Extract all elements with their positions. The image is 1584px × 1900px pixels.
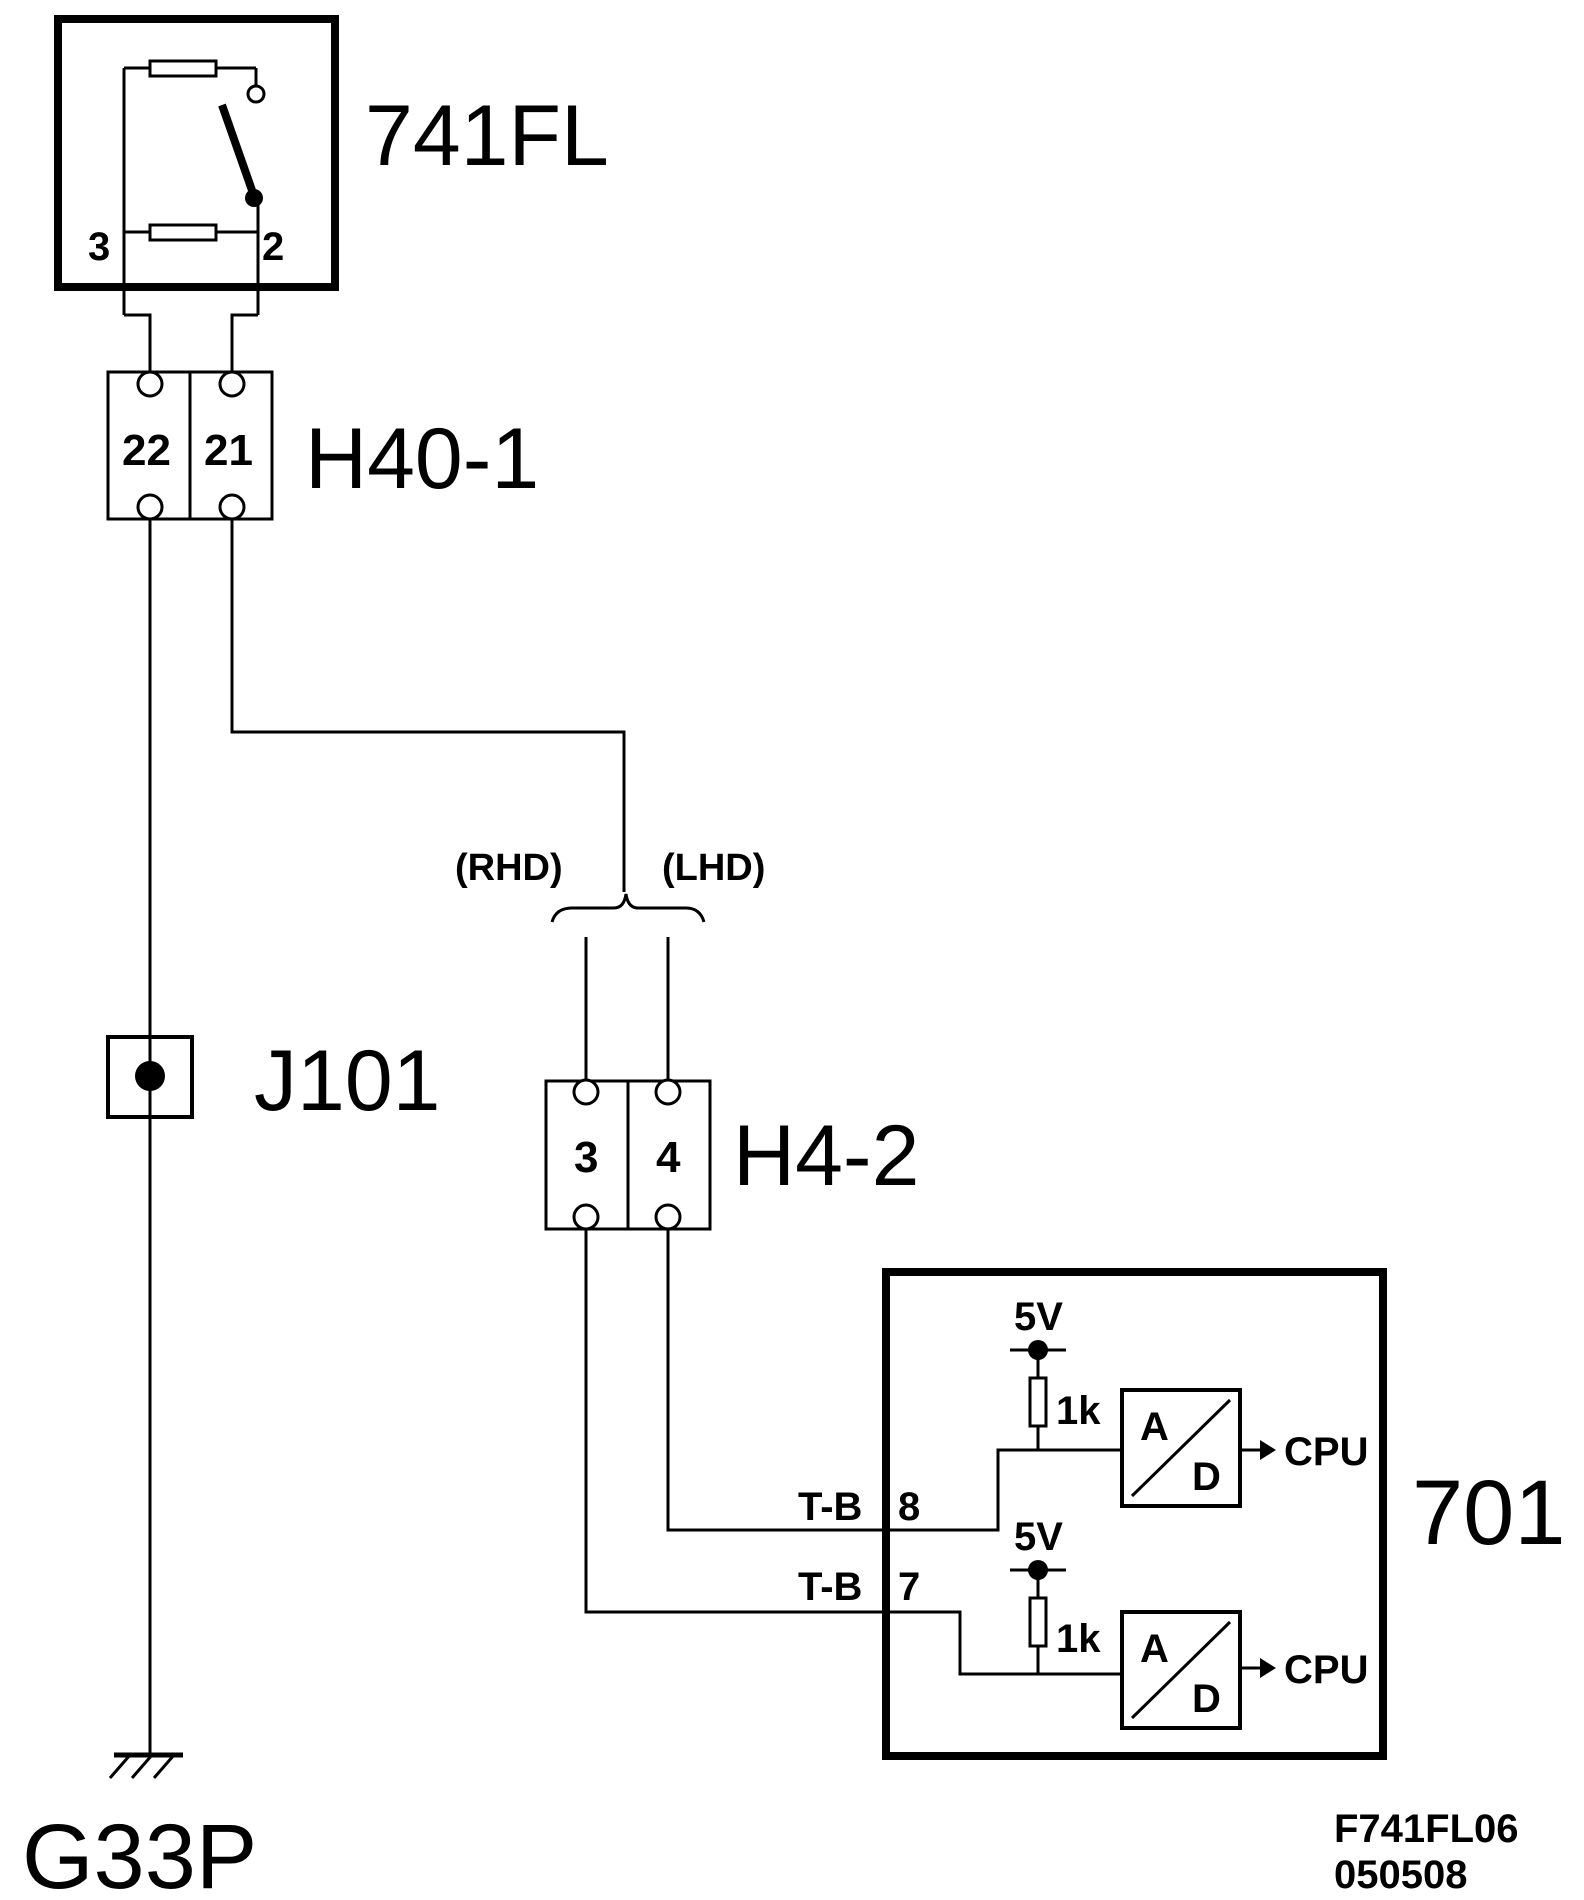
branch-label-rhd: (RHD) bbox=[455, 847, 563, 889]
switch-lever bbox=[218, 103, 258, 198]
coil-resistor-bottom bbox=[148, 223, 218, 242]
cpu-output-top: CPU bbox=[1284, 1430, 1368, 1474]
contact-open-terminal bbox=[246, 84, 266, 104]
coil-resistor-top bbox=[148, 59, 218, 78]
resistor-1k-top bbox=[1028, 1376, 1048, 1428]
ecu-701: 701 T-B 8 5V 1k A D CPU T-B 7 5V bbox=[798, 1268, 1566, 1760]
ecu-channel-pin-8: T-B 8 5V 1k A D CPU bbox=[798, 1295, 1368, 1529]
h4-pin-4: 4 bbox=[656, 1133, 681, 1182]
connector-h4-2-label: H4-2 bbox=[733, 1108, 919, 1204]
h4-pin-3: 3 bbox=[574, 1133, 598, 1182]
drawing-code-line-2: 050508 bbox=[1334, 1853, 1467, 1897]
adc-a-bottom: A bbox=[1140, 1627, 1169, 1671]
ground-g33p: G33P bbox=[22, 1752, 257, 1900]
harness-label-pin-7: T-B bbox=[798, 1565, 862, 1609]
switch-label: 741FL bbox=[365, 88, 609, 184]
pin-8-label: 8 bbox=[898, 1485, 920, 1529]
arrow-right-icon bbox=[1260, 1440, 1276, 1460]
branch-label-lhd: (LHD) bbox=[662, 847, 765, 889]
branch-brace bbox=[550, 893, 706, 923]
switch-741fl: 3 2 741FL bbox=[54, 15, 609, 315]
arrow-right-icon bbox=[1260, 1658, 1276, 1678]
junction-dot bbox=[135, 1061, 165, 1091]
h40-pin-21: 21 bbox=[204, 426, 253, 475]
resistor-value-bottom: 1k bbox=[1056, 1617, 1101, 1661]
adc-d-bottom: D bbox=[1192, 1677, 1221, 1721]
connector-h4-2: 3 4 H4-2 bbox=[544, 1078, 919, 1231]
switch-pin-left: 3 bbox=[88, 225, 110, 269]
switch-housing bbox=[54, 15, 339, 291]
resistor-value-top: 1k bbox=[1056, 1389, 1101, 1433]
switch-pivot bbox=[245, 189, 263, 207]
connector-h40-1: 22 21 H40-1 bbox=[106, 370, 539, 521]
cpu-output-bottom: CPU bbox=[1284, 1648, 1368, 1692]
resistor-1k-bottom bbox=[1028, 1596, 1048, 1648]
junction-j101-box bbox=[106, 1035, 194, 1119]
adc-d-top: D bbox=[1192, 1455, 1221, 1499]
adc-a-top: A bbox=[1140, 1405, 1169, 1449]
drawing-code: F741FL06 050508 bbox=[1334, 1807, 1519, 1897]
junction-label: J101 bbox=[254, 1033, 441, 1129]
switch-pin-right: 2 bbox=[262, 225, 284, 269]
junction-j101: J101 bbox=[106, 1033, 441, 1129]
supply-5v-bottom: 5V bbox=[1014, 1515, 1063, 1559]
drawing-code-line-1: F741FL06 bbox=[1334, 1807, 1519, 1851]
supply-5v-top: 5V bbox=[1014, 1295, 1063, 1339]
h40-pin-22: 22 bbox=[122, 426, 171, 475]
ecu-701-housing bbox=[882, 1268, 1387, 1760]
ecu-channel-pin-7: T-B 7 5V 1k A D CPU bbox=[798, 1515, 1368, 1730]
ecu-label: 701 bbox=[1412, 1462, 1566, 1564]
pin-7-label: 7 bbox=[898, 1565, 920, 1609]
ground-label: G33P bbox=[22, 1806, 257, 1900]
connector-h40-1-label: H40-1 bbox=[305, 411, 539, 507]
rhd-lhd-branch: (RHD) (LHD) bbox=[455, 847, 765, 923]
harness-label-pin-8: T-B bbox=[798, 1485, 862, 1529]
